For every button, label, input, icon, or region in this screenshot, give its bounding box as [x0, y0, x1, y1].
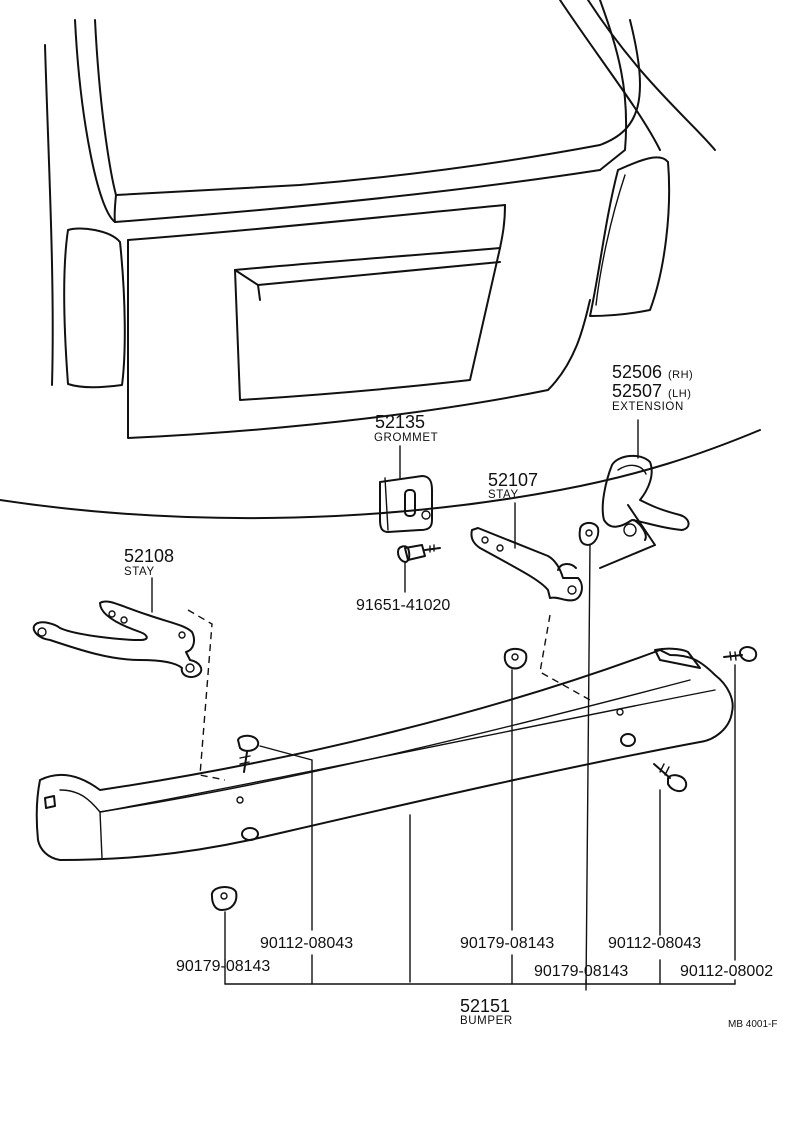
nut-left-part-number: 90179-08143 [176, 958, 270, 975]
extension-part-rh: 52506 [612, 362, 662, 382]
grommet-part-number: 52135 [375, 412, 425, 432]
nut-center-part-number: 90179-08143 [460, 935, 554, 952]
stay-right-part [470, 502, 583, 602]
bolt-left [237, 734, 313, 931]
grommet-part [379, 445, 433, 533]
alignment-lines [187, 609, 591, 781]
extension-suffix-lh: (LH) [668, 388, 691, 400]
vehicle-rear-body [0, 0, 761, 520]
bumper-part-number: 52151 [460, 996, 510, 1016]
bolt-grommet [397, 544, 441, 593]
nut-center [503, 647, 528, 931]
nut-left [210, 886, 238, 961]
extension-suffix-rh: (RH) [668, 369, 693, 381]
bolt-right-part-number: 90112-08043 [608, 935, 701, 952]
diagram-code: MB 4001-F [728, 1019, 777, 1030]
nut-right-part-number: 90179-08143 [534, 963, 628, 980]
labels: 52506 (RH) 52507 (LH) EXTENSION 52135 GR… [124, 362, 777, 1030]
extension-name: EXTENSION [612, 401, 684, 413]
stay-right-part-number: 52107 [488, 470, 538, 490]
stay-right-name: STAY [488, 489, 519, 501]
nut-extension [578, 522, 600, 991]
bumper-part [35, 647, 734, 983]
bolt-end [723, 646, 758, 961]
stay-left-part-number: 52108 [124, 546, 174, 566]
stay-left-part [32, 577, 203, 678]
grommet-name: GROMMET [374, 432, 438, 444]
stay-left-name: STAY [124, 566, 155, 578]
bolt-left-part-number: 90112-08043 [260, 935, 353, 952]
bolt-grommet-part-number: 91651-41020 [356, 597, 450, 614]
extension-part [599, 419, 690, 569]
bolt-right [653, 763, 688, 936]
bolt-end-part-number: 90112-08002 [680, 963, 773, 980]
extension-part-lh: 52507 [612, 381, 662, 401]
bumper-leader-bracket [224, 954, 736, 985]
bumper-name: BUMPER [460, 1015, 513, 1027]
